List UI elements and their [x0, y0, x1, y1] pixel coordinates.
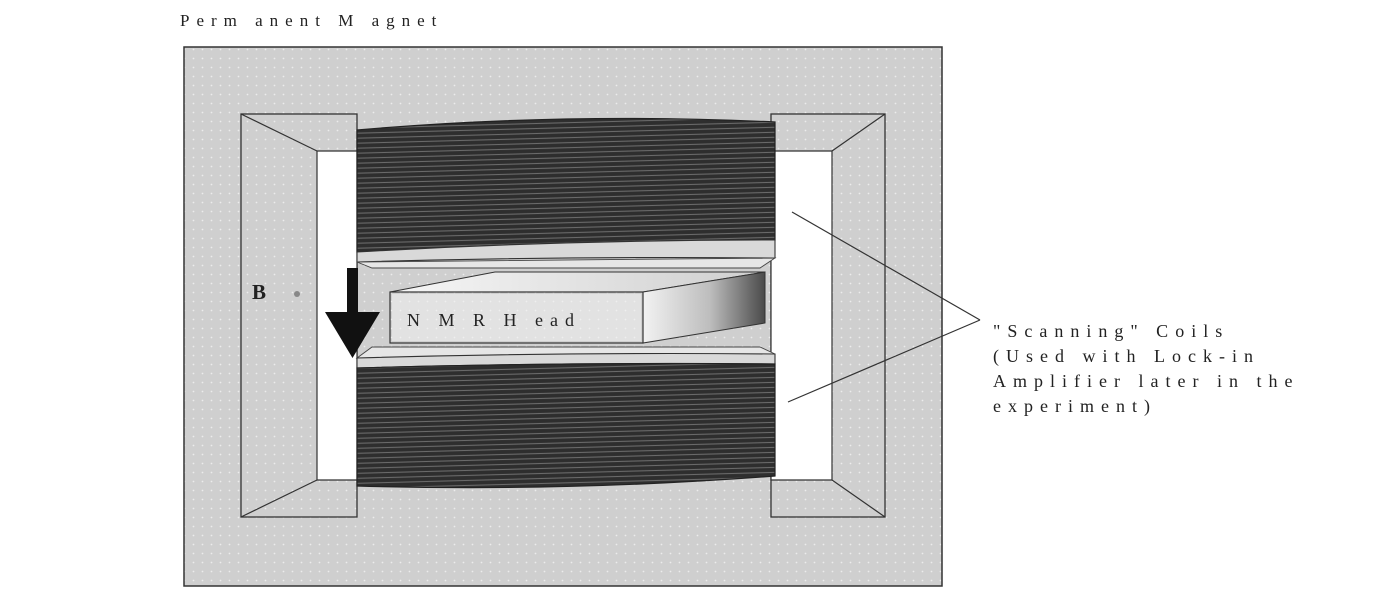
down-arrow-icon — [325, 268, 380, 358]
nmr-head: N M R H ead — [389, 271, 766, 344]
right-pole-piece — [770, 113, 886, 518]
coils-line-1: "Scanning" Coils — [993, 321, 1229, 341]
bottom-scanning-coil — [355, 346, 776, 489]
coil-leader-lines — [787, 211, 981, 403]
field-label: B — [252, 280, 266, 304]
coils-line-3: Amplifier later in the — [993, 371, 1299, 391]
magnet-title: Perm anent M agnet — [180, 11, 443, 30]
coils-description: "Scanning" Coils (Used with Lock-in Ampl… — [993, 321, 1299, 417]
dot-icon — [294, 291, 300, 297]
left-pole-piece — [240, 113, 358, 518]
nmr-head-label: N M R H ead — [407, 310, 581, 330]
top-scanning-coil — [356, 117, 777, 269]
coils-line-4: experiment) — [993, 396, 1157, 417]
coils-line-2: (Used with Lock-in — [993, 346, 1260, 367]
